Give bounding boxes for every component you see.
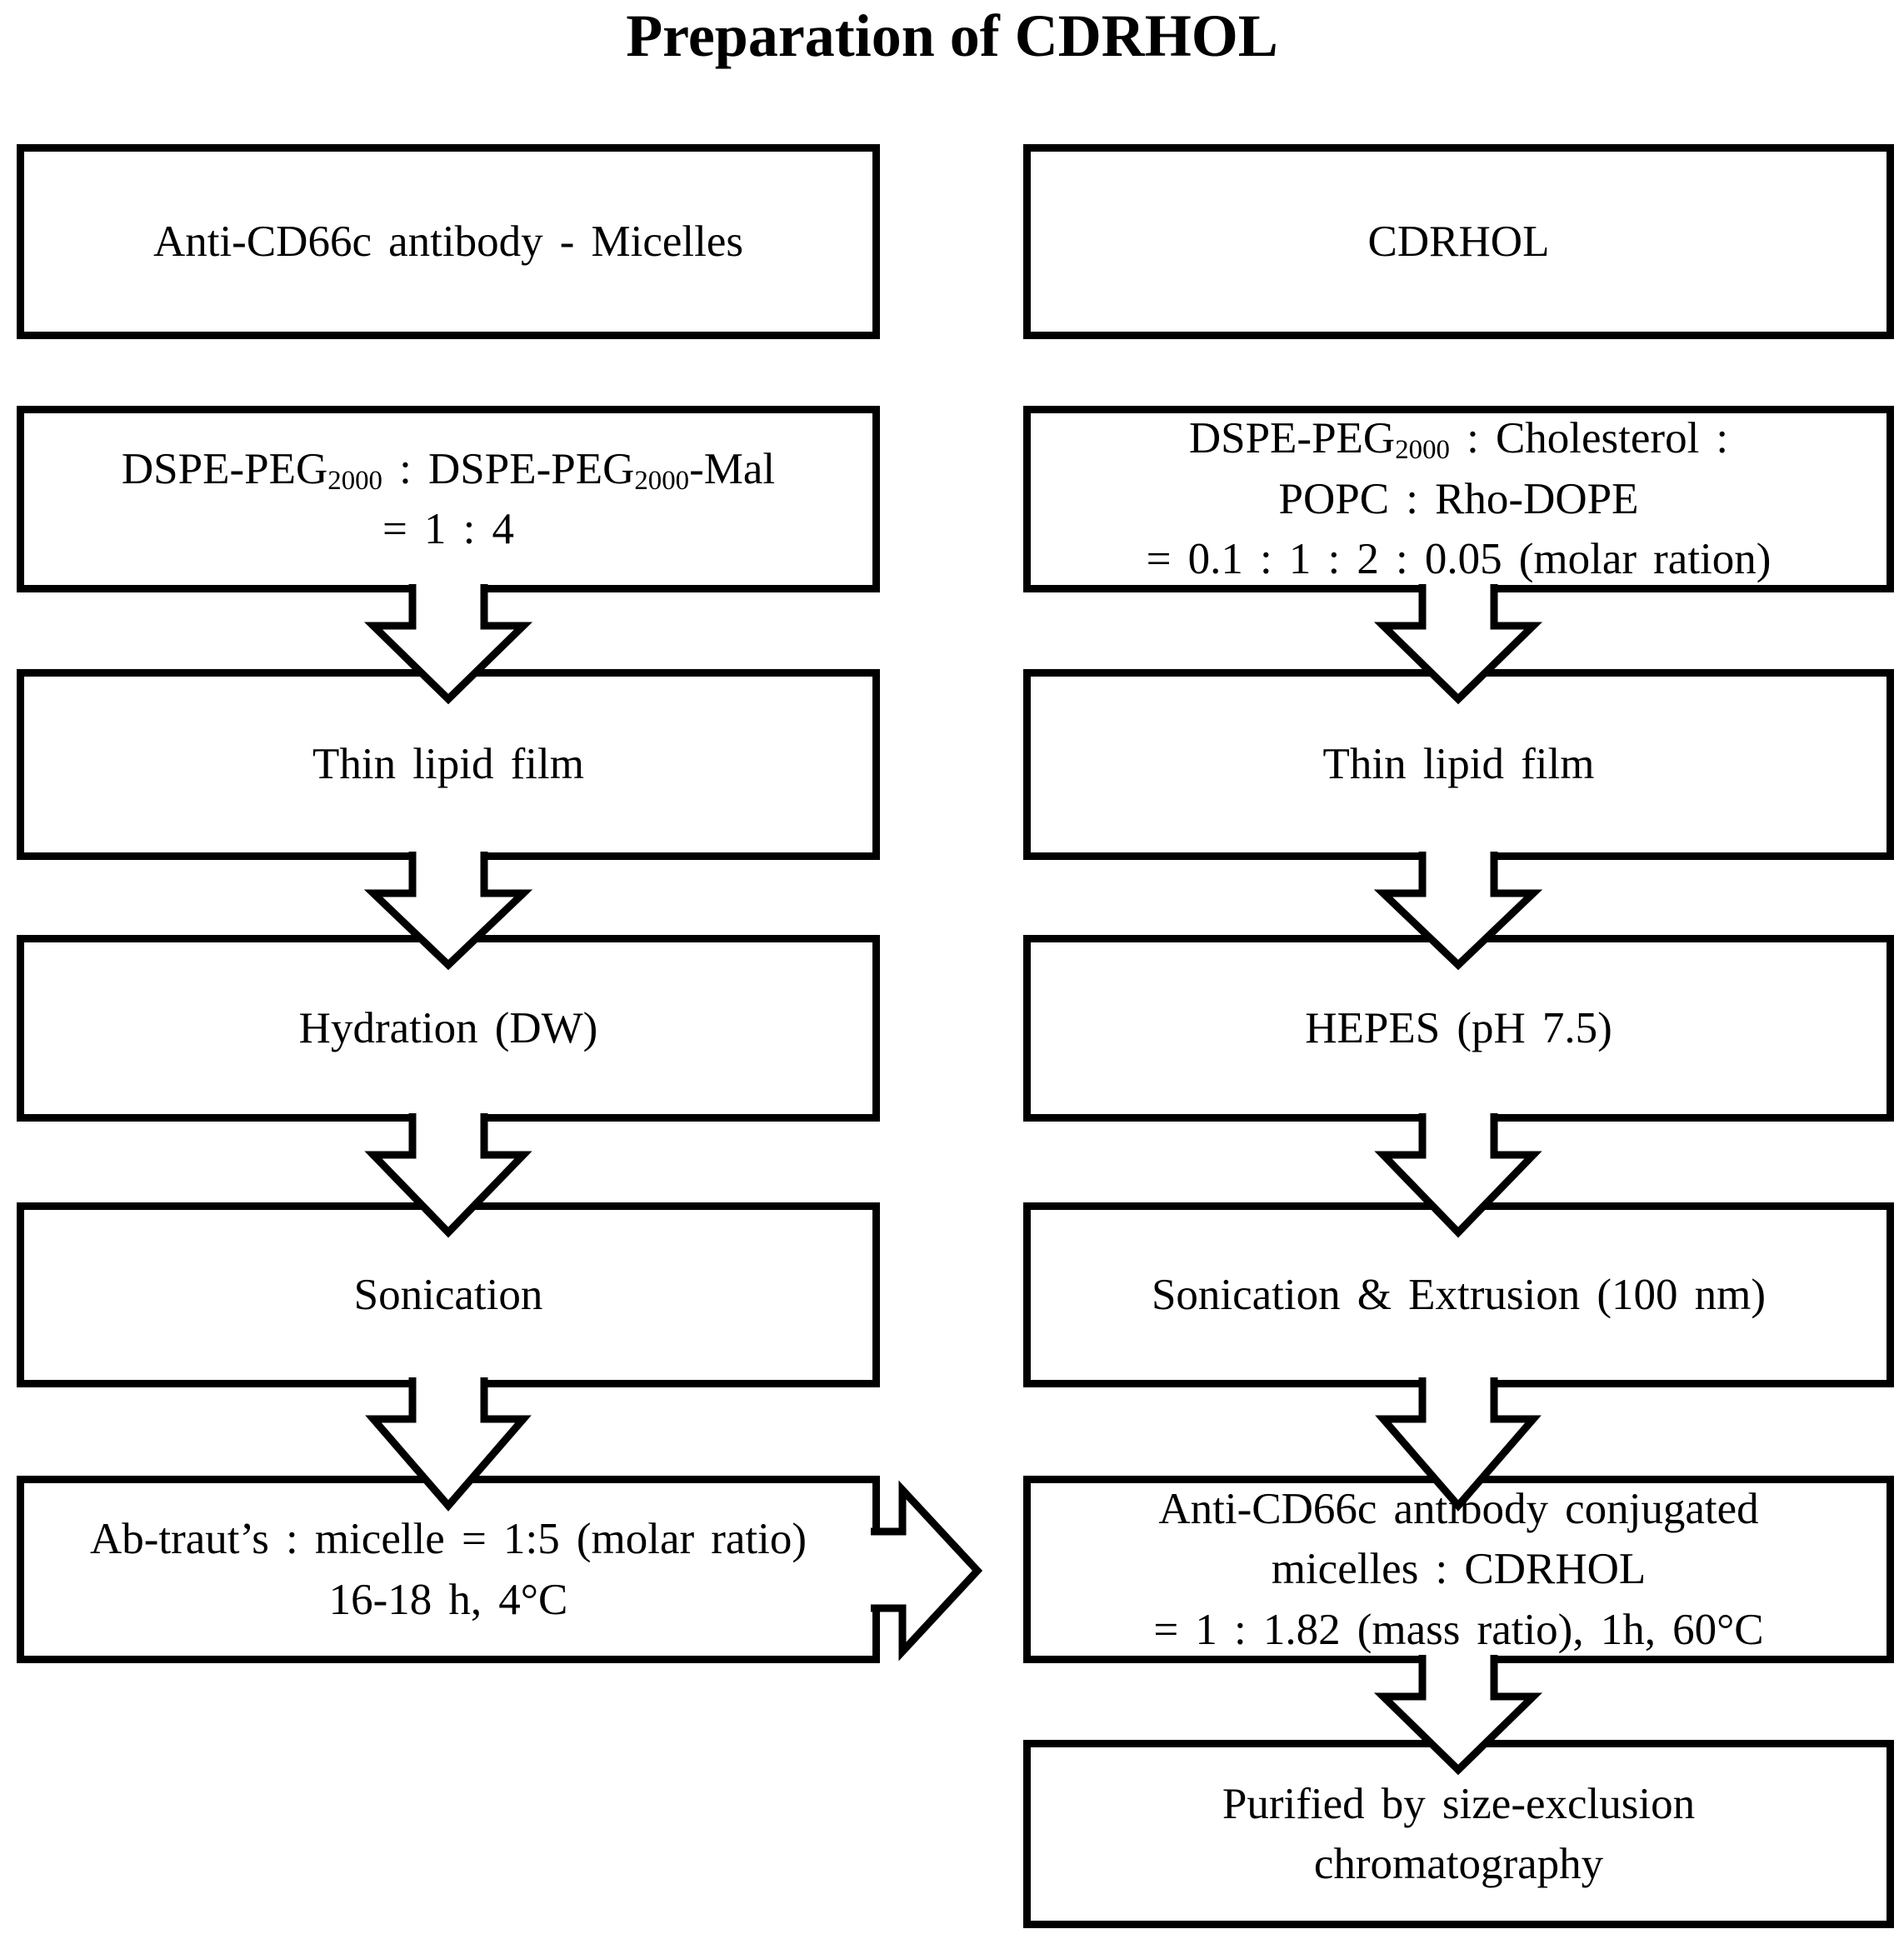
box-text-line: Sonication bbox=[354, 1265, 543, 1325]
flow-arrow-down-l4-l5 bbox=[364, 1113, 532, 1238]
box-text-line: Hydration (DW) bbox=[299, 998, 598, 1058]
box-text-line: Ab-traut’s : micelle = 1:5 (molar ratio) bbox=[90, 1509, 807, 1569]
box-cdrhol: CDRHOL bbox=[1023, 144, 1894, 339]
flow-arrow-down-r4-r5 bbox=[1374, 1113, 1542, 1238]
text-segment: Hydration (DW) bbox=[298, 1003, 598, 1052]
text-segment: HEPES (pH 7.5) bbox=[1305, 1003, 1612, 1052]
box-text-line: POPC : Rho-DOPE bbox=[1279, 469, 1639, 529]
subscript-text: 2000 bbox=[634, 465, 690, 496]
flow-arrow-down-r5-r6 bbox=[1375, 1377, 1542, 1512]
box-text-line: Thin lipid film bbox=[312, 734, 584, 794]
text-segment: Thin lipid film bbox=[312, 740, 584, 789]
box-text-line: Thin lipid film bbox=[1323, 734, 1595, 794]
box-dspe-peg-ratio: DSPE-PEG2000 : DSPE-PEG2000-Mal= 1 : 4 bbox=[17, 406, 880, 592]
text-segment: DSPE-PEG bbox=[1188, 414, 1396, 463]
text-segment: Anti-CD66c antibody - Micelles bbox=[152, 217, 744, 266]
text-segment: micelles : CDRHOL bbox=[1271, 1545, 1647, 1594]
subscript-text: 2000 bbox=[1395, 435, 1450, 466]
flow-arrow-down-r3-r4 bbox=[1373, 852, 1543, 971]
box-text-line: Sonication & Extrusion (100 nm) bbox=[1152, 1265, 1766, 1325]
box-text-line: chromatography bbox=[1314, 1834, 1603, 1894]
box-antibody-micelles: Anti-CD66c antibody - Micelles bbox=[17, 144, 880, 339]
diagram-title: Preparation of CDRHOL bbox=[626, 2, 1278, 69]
text-segment: POPC : Rho-DOPE bbox=[1278, 475, 1639, 524]
box-text-line: = 0.1 : 1 : 2 : 0.05 (molar ration) bbox=[1147, 529, 1772, 589]
box-text-line: CDRHOL bbox=[1368, 212, 1550, 272]
text-segment: CDRHOL bbox=[1367, 217, 1550, 266]
text-segment: : Cholesterol : bbox=[1449, 414, 1729, 463]
box-text-line: DSPE-PEG2000 : DSPE-PEG2000-Mal bbox=[122, 439, 775, 500]
box-text-line: = 1 : 1.82 (mass ratio), 1h, 60°C bbox=[1153, 1600, 1763, 1660]
text-segment: Sonication bbox=[353, 1270, 543, 1319]
text-segment: Purified by size-exclusion bbox=[1222, 1779, 1696, 1828]
text-segment: chromatography bbox=[1313, 1840, 1604, 1888]
box-text-line: = 1 : 4 bbox=[382, 499, 514, 559]
text-segment: Sonication & Extrusion (100 nm) bbox=[1151, 1270, 1767, 1319]
flow-arrow-down-r6-r7 bbox=[1373, 1655, 1543, 1776]
flow-arrow-right-micelles-to-cdrhol bbox=[871, 1480, 983, 1662]
box-text-line: Anti-CD66c antibody - Micelles bbox=[153, 212, 743, 272]
text-segment: -Mal bbox=[689, 444, 776, 493]
flow-arrow-down-l5-l6 bbox=[365, 1377, 532, 1512]
flow-arrow-down-l3-l4 bbox=[363, 852, 533, 971]
box-lipid-composition: DSPE-PEG2000 : Cholesterol : POPC : Rho-D… bbox=[1023, 406, 1894, 592]
text-segment: = 1 : 4 bbox=[382, 505, 515, 554]
text-segment: : DSPE-PEG bbox=[382, 444, 635, 493]
text-segment: Ab-traut’s : micelle = 1:5 (molar ratio) bbox=[89, 1515, 807, 1564]
text-segment: Thin lipid film bbox=[1322, 740, 1595, 789]
text-segment: DSPE-PEG bbox=[121, 444, 328, 493]
box-text-line: micelles : CDRHOL bbox=[1272, 1539, 1647, 1599]
box-text-line: DSPE-PEG2000 : Cholesterol : bbox=[1189, 408, 1728, 469]
subscript-text: 2000 bbox=[327, 465, 382, 496]
box-text-line: HEPES (pH 7.5) bbox=[1305, 998, 1612, 1058]
box-text-line: Purified by size-exclusion bbox=[1222, 1774, 1695, 1834]
flow-arrow-down-l2-l3 bbox=[363, 584, 533, 705]
text-segment: = 1 : 1.82 (mass ratio), 1h, 60°C bbox=[1153, 1605, 1764, 1654]
flow-arrow-down-r2-r3 bbox=[1373, 584, 1543, 705]
text-segment: = 0.1 : 1 : 2 : 0.05 (molar ration) bbox=[1146, 535, 1772, 584]
box-text-line: 16-18 h, 4°C bbox=[329, 1570, 568, 1630]
text-segment: 16-18 h, 4°C bbox=[328, 1575, 568, 1624]
